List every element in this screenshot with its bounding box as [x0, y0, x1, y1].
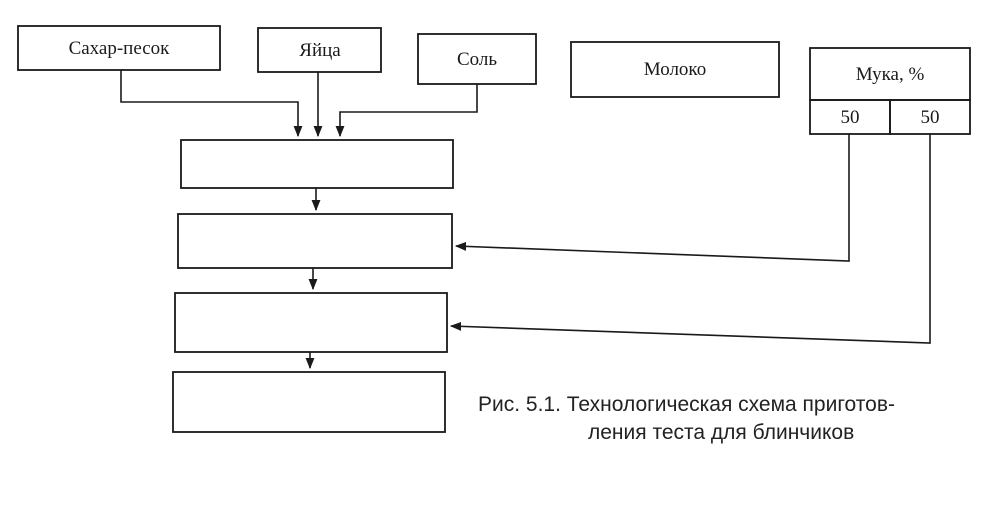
salt-label: Соль — [457, 49, 497, 70]
flour-split-left-label: 50 — [841, 107, 860, 128]
process-step-4-box — [172, 371, 446, 433]
flour-right-to-step3-arrow — [449, 134, 931, 344]
flour-left-to-step2-arrow — [454, 134, 850, 262]
eggs-box — [257, 27, 382, 73]
sugar-box — [17, 25, 221, 71]
process-step-1-box — [180, 139, 454, 189]
process-step-2-box — [177, 213, 453, 269]
sugar-to-step1-arrow — [120, 70, 303, 138]
flour-label: Мука, % — [856, 64, 925, 85]
process-step-3-box — [174, 292, 448, 353]
eggs-label: Яйца — [299, 40, 341, 61]
milk-box — [570, 41, 780, 98]
sugar-label: Сахар-песок — [69, 38, 171, 59]
flour-split-right-label: 50 — [921, 107, 940, 128]
figure-caption-line2: ления теста для блинчиков — [588, 421, 855, 444]
figure-caption-line1: Рис. 5.1. Технологическая схема приготов… — [478, 393, 895, 416]
milk-label: Молоко — [644, 59, 706, 80]
salt-to-step1-arrow — [335, 84, 478, 138]
